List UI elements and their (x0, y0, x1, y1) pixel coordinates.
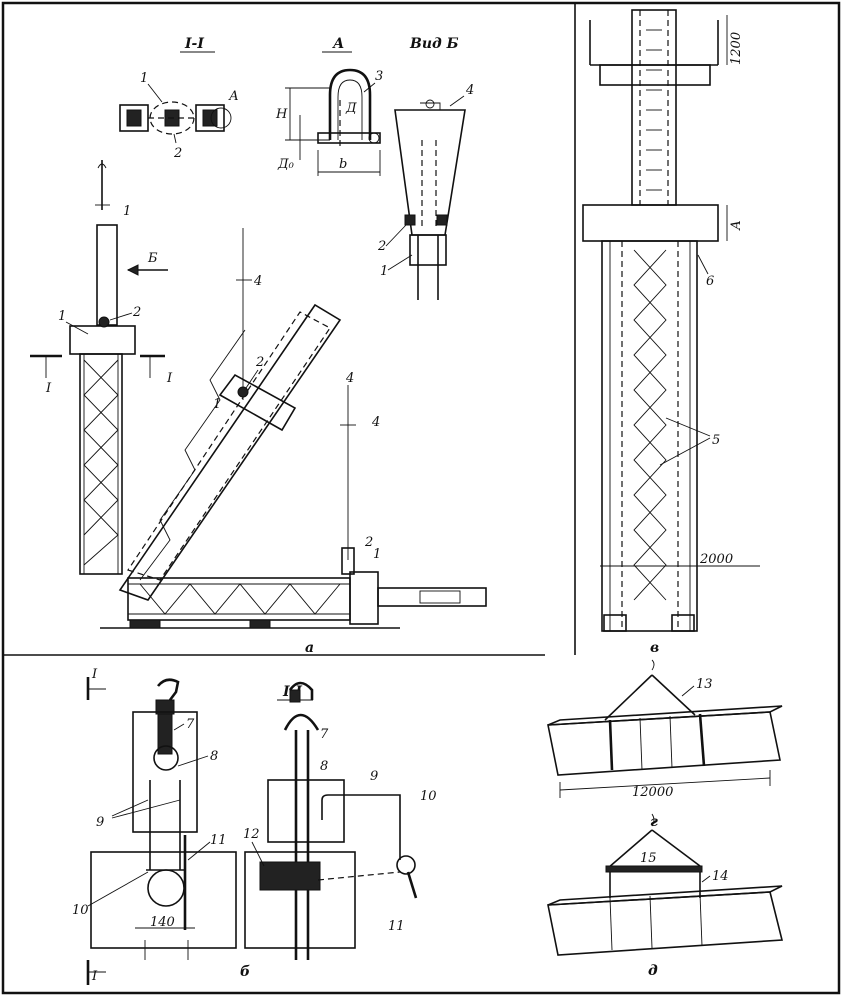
section-1-1-sketch (119, 101, 232, 135)
dim-d-label: Д (345, 101, 357, 116)
view-b-sketch (394, 99, 466, 300)
shackle-detail (285, 68, 381, 176)
callout-1-inclined: 1 (213, 397, 221, 412)
column-vertical (69, 160, 136, 575)
callout-2-horizontal: 2 (364, 535, 373, 550)
callout-11-section: 11 (388, 919, 405, 934)
callout-7-section: 7 (320, 727, 329, 742)
callout-4-inclined: 4 (253, 274, 262, 289)
callout-2-column: 2 (132, 305, 141, 320)
column-horizontal (100, 385, 487, 629)
fig-label-d: д (648, 963, 658, 979)
callout-4-viewb: 4 (465, 83, 474, 98)
callout-14: 14 (712, 869, 729, 884)
callout-4-horizontal: 4 (345, 371, 354, 386)
callout-9-section: 9 (370, 769, 378, 784)
fig-label-a: а (305, 640, 314, 656)
callout-11-front: 11 (210, 833, 227, 848)
callout-10-section: 10 (420, 789, 437, 804)
callout-1-column: 1 (123, 204, 131, 219)
callout-1-viewb: 1 (380, 264, 388, 279)
dim-2000: 2000 (699, 552, 733, 567)
callout-1-horizontal: 1 (373, 547, 381, 562)
dim-b-label: b (339, 157, 347, 172)
callout-5: 5 (712, 433, 720, 448)
dim-140: 140 (150, 915, 175, 930)
arrow-b-label: Б (147, 251, 158, 266)
callout-13: 13 (696, 677, 713, 692)
dim-12000: 12000 (632, 785, 673, 800)
callout-12: 12 (243, 827, 260, 842)
dim-a-mark: А (729, 220, 744, 231)
detail-a-letter: А (228, 89, 239, 104)
callout-7-front: 7 (186, 717, 195, 732)
clamp-front-view (90, 678, 237, 960)
callout-15: 15 (640, 851, 657, 866)
callout-2-section: 2 (173, 146, 182, 161)
dim-h-label: H (275, 107, 288, 122)
cut-label-right: I (166, 371, 173, 386)
cut-label-left: I (45, 381, 52, 396)
callout-1-column-b: 1 (58, 309, 66, 324)
callout-2-inclined: 2 (255, 355, 264, 370)
section-title-1-1-top: I-I (184, 36, 204, 52)
callout-1-section: 1 (140, 71, 148, 86)
callout-10-front: 10 (72, 903, 89, 918)
beam-with-traverse (547, 813, 784, 956)
callout-8-front: 8 (210, 749, 218, 764)
dim-d0-label: Д₀ (277, 157, 295, 172)
cut-label-bottom: I (91, 969, 98, 984)
cut-label-top: I (91, 667, 98, 682)
callout-6: 6 (706, 274, 714, 289)
callout-8-section: 8 (320, 759, 328, 774)
callout-4-horizontal-b: 4 (371, 415, 380, 430)
fig-label-b: б (240, 964, 250, 980)
view-title-a: А (332, 36, 344, 52)
callout-2-viewb: 2 (377, 239, 386, 254)
tall-column-elevation (582, 9, 760, 632)
clamp-section-view (244, 681, 418, 960)
column-inclined (118, 228, 342, 601)
callout-3-shackle: 3 (375, 69, 383, 84)
dim-1200: 1200 (729, 32, 744, 65)
view-title-b: Вид Б (409, 36, 459, 52)
fig-label-v: в (650, 640, 659, 656)
beam-with-slings (547, 659, 783, 798)
callout-9-front: 9 (96, 815, 104, 830)
